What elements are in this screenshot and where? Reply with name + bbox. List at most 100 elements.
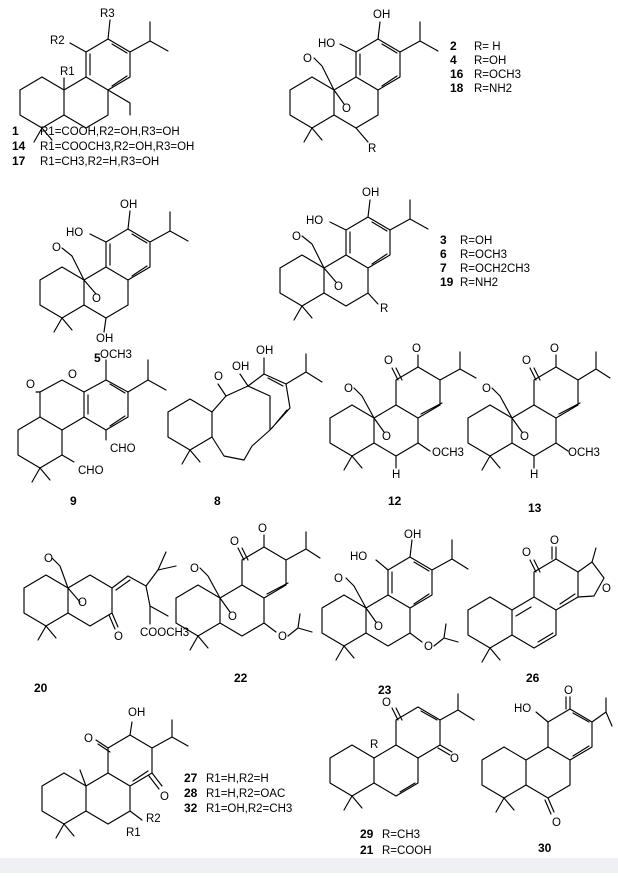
s13-atom-och3: OCH3 (568, 447, 600, 459)
structure-20: O O O COOCH3 20 (23, 551, 189, 695)
s2-substituent-16: R=OCH3 (474, 69, 521, 81)
structure-30: HO O O 30 (481, 685, 613, 855)
s1-substituent-1: R1=COOH,R2=OH,R3=OH (40, 126, 180, 138)
s5-atom-ho: HO (66, 227, 83, 239)
s29-number-21: 21 (360, 843, 374, 857)
bottom-strip (0, 858, 618, 873)
s27-atom-oh: OH (128, 707, 145, 719)
s9-atom-cho-aryl: CHO (110, 443, 136, 455)
s3-number-19: 19 (440, 275, 454, 289)
s8-atom-oh-right: OH (256, 345, 273, 357)
s20-atom-o-top: O (44, 553, 53, 565)
s27-substituent-28: R1=H,R2=OAC (206, 788, 285, 800)
s23-atom-o-carbonyl: O (334, 573, 343, 585)
s2-atom-oh: OH (373, 9, 390, 21)
structure-13: O O O O H OCH3 13 (467, 343, 611, 515)
s13-number: 13 (528, 501, 542, 515)
structure-29: O R O 29 21 R=CH3 R=COOH (329, 693, 475, 857)
s12-atom-o1: O (384, 355, 393, 367)
structure-26: O O O 26 (467, 535, 611, 685)
s20-atom-o-ketone: O (114, 631, 123, 643)
s2-atom-ho: HO (318, 38, 335, 50)
s23-atom-o-ether: O (424, 641, 433, 653)
s3-atom-o-carbonyl: O (292, 231, 301, 243)
s27-atom-r2: R2 (146, 813, 161, 825)
s1-atom-r3: R3 (100, 8, 115, 20)
s27-atom-o1: O (84, 733, 93, 745)
s8-number: 8 (214, 494, 221, 508)
s3-number-7: 7 (440, 261, 447, 275)
s8-atom-oh-left: OH (232, 361, 249, 373)
s1-atom-r1: R1 (60, 66, 75, 78)
s22-atom-o-carbonyl: O (190, 563, 199, 575)
structure-22: O O O O O 22 (175, 523, 321, 685)
s22-number: 22 (234, 671, 248, 685)
s13-atom-o-carbonyl: O (482, 383, 491, 395)
structure-3: OH HO O O R 3 6 7 19 R=OH R=OCH3 R=OCH2C… (279, 187, 530, 321)
s30-atom-o1: O (564, 685, 573, 697)
s5-atom-oh-top: OH (120, 199, 137, 211)
s5-atom-o-bridge: O (92, 293, 101, 305)
s20-atom-cooch3: COOCH3 (140, 627, 189, 639)
s2-number-16: 16 (450, 67, 464, 81)
s2-substituent-4: R=OH (474, 55, 506, 67)
s9-atom-o-carbonyl: O (26, 379, 35, 391)
s8-atom-o: O (214, 371, 223, 383)
s12-atom-och3: OCH3 (432, 447, 464, 459)
s3-atom-ho: HO (306, 215, 323, 227)
s2-atom-o-carbonyl: O (303, 53, 312, 65)
s9-atom-och3: OCH3 (100, 349, 132, 361)
s26-atom-o1: O (522, 547, 531, 559)
s12-number: 12 (388, 494, 402, 508)
s12-atom-o2: O (412, 343, 421, 355)
s29-number-29: 29 (360, 827, 374, 841)
s27-substituent-32: R1=OH,R2=CH3 (206, 803, 292, 815)
s30-atom-o2: O (552, 817, 561, 829)
structure-23: HO OH O O O 23 (321, 529, 469, 697)
s9-atom-cho-alkyl: CHO (78, 465, 104, 477)
s27-number-27: 27 (184, 771, 198, 785)
s29-substituent-21: R=COOH (382, 845, 432, 857)
s26-atom-o2: O (550, 535, 559, 547)
s12-atom-o-bridge: O (382, 431, 391, 443)
s2-number-18: 18 (450, 81, 464, 95)
s13-atom-o2: O (550, 343, 559, 355)
s13-atom-o1: O (522, 355, 531, 367)
structure-9: OCH3 O O CHO CHO 9 (17, 349, 167, 508)
structure-27: OH O O R1 R2 27 28 32 R1=H,R2=H R1=H,R2=… (41, 707, 292, 839)
s30-number: 30 (538, 841, 552, 855)
s12-atom-h: H (392, 469, 400, 481)
s27-substituent-27: R1=H,R2=H (206, 773, 269, 785)
s3-atom-r: R (380, 303, 388, 315)
s23-number: 23 (378, 683, 392, 697)
s20-atom-o-bridge: O (78, 597, 87, 609)
s9-atom-o-ring: O (68, 369, 77, 381)
s3-number-3: 3 (440, 233, 447, 247)
structure-8: O OH OH 8 (167, 345, 323, 508)
s26-number: 26 (526, 671, 540, 685)
s3-number-6: 6 (440, 247, 447, 261)
s2-number-2: 2 (450, 39, 457, 53)
s20-number: 20 (34, 681, 48, 695)
structure-2: OH HO O O R 2 4 16 18 R= H R=OH R=OCH3 R… (289, 9, 521, 155)
s13-atom-o-bridge: O (520, 431, 529, 443)
s29-atom-o-top: O (382, 697, 391, 709)
s2-substituent-18: R=NH2 (474, 83, 512, 95)
s29-substituent-29: R=CH3 (382, 829, 420, 841)
s22-atom-o-bridge: O (228, 611, 237, 623)
s1-atom-r2: R2 (50, 35, 65, 47)
s1-number-1: 1 (12, 124, 19, 138)
s27-number-32: 32 (184, 801, 198, 815)
s3-substituent-6: R=OCH3 (460, 249, 507, 261)
s5-atom-o-carbonyl: O (52, 242, 61, 254)
s23-atom-ho: HO (350, 551, 367, 563)
s1-substituent-14: R1=COOCH3,R2=OH,R3=OH (40, 141, 194, 153)
s5-number: 5 (94, 351, 101, 365)
s2-substituent-2: R= H (474, 41, 501, 53)
s23-atom-oh: OH (404, 529, 421, 541)
s23-atom-o-bridge: O (374, 621, 383, 633)
s2-atom-o-bridge: O (342, 103, 351, 115)
s2-atom-r: R (368, 143, 376, 155)
